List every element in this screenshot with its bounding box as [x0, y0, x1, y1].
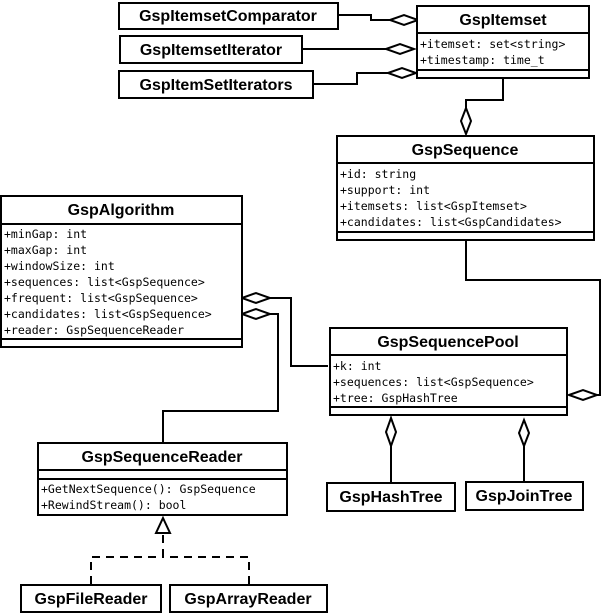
attribute: +candidates: list<GspSequence>	[4, 307, 212, 321]
edge-pool-algorithm	[270, 297, 328, 367]
aggregation-diamond-jointree	[517, 417, 531, 449]
edge-itemset-sequence	[465, 78, 504, 108]
class-name: GspArrayReader	[184, 591, 311, 608]
class-name: GspItemsetIterator	[140, 42, 282, 59]
attribute: +frequent: list<GspSequence>	[4, 291, 198, 305]
class-gspsequencepool[interactable]: GspSequencePool +k: int +sequences: list…	[329, 327, 568, 416]
class-name: GspJoinTree	[476, 488, 573, 505]
realization-triangle	[154, 515, 172, 534]
attribute: +timestamp: time_t	[420, 53, 545, 67]
attribute: +tree: GspHashTree	[333, 391, 458, 405]
attribute: +itemset: set<string>	[420, 37, 565, 51]
attribute: +sequences: list<GspSequence>	[4, 275, 205, 289]
attribute: +minGap: int	[4, 227, 87, 241]
class-name: GspAlgorithm	[68, 202, 175, 219]
connectors	[90, 13, 601, 584]
class-gspjointree[interactable]: GspJoinTree	[465, 481, 584, 511]
attribute: +k: int	[333, 359, 381, 373]
class-name: GspItemSetIterators	[140, 77, 293, 94]
attribute: +itemsets: list<GspItemset>	[340, 199, 527, 213]
attribute: +sequences: list<GspSequence>	[333, 375, 534, 389]
class-name: GspHashTree	[339, 489, 442, 506]
class-name: GspSequenceReader	[82, 449, 243, 466]
class-name: GspItemsetComparator	[139, 8, 317, 25]
aggregation-diamond-iterator	[383, 42, 417, 56]
class-name: GspSequencePool	[377, 334, 518, 351]
attribute: +windowSize: int	[4, 259, 115, 273]
class-name: GspFileReader	[35, 591, 148, 608]
class-gspfilereader[interactable]: GspFileReader	[20, 584, 162, 613]
class-gspalgorithm[interactable]: GspAlgorithm +minGap: int +maxGap: int +…	[0, 195, 243, 348]
aggregation-diamond-comparator	[387, 13, 421, 27]
class-name: GspSequence	[412, 142, 519, 159]
edge-arrayreader-reader	[163, 556, 250, 584]
class-gsparrayreader[interactable]: GspArrayReader	[169, 584, 328, 613]
class-gspsequence[interactable]: GspSequence +id: string +support: int +i…	[336, 135, 595, 241]
aggregation-diamond-pool	[566, 388, 600, 402]
aggregation-diamond-sequence	[459, 105, 473, 137]
aggregation-diamond-iterators	[385, 66, 419, 80]
method: +RewindStream(): bool	[41, 498, 186, 512]
class-gspitemsetiterator[interactable]: GspItemsetIterator	[119, 35, 303, 64]
attribute: +maxGap: int	[4, 243, 87, 257]
class-gspitemsetcomparator[interactable]: GspItemsetComparator	[118, 2, 339, 30]
class-gspitemsetiterators[interactable]: GspItemSetIterators	[118, 70, 314, 99]
class-gspsequencereader[interactable]: GspSequenceReader +GetNextSequence(): Gs…	[37, 442, 288, 516]
edge-iterators-itemset	[313, 72, 388, 85]
edge-reader-algorithm	[162, 313, 279, 443]
edge-filereader-reader	[90, 556, 163, 584]
method: +GetNextSequence(): GspSequence	[41, 482, 256, 496]
edge-comparator-itemset	[338, 14, 390, 21]
aggregation-diamond-algorithm-upper	[239, 291, 273, 305]
aggregation-diamond-hashtree	[384, 415, 398, 449]
attribute: +id: string	[340, 167, 416, 181]
class-gspitemset[interactable]: GspItemset +itemset: set<string> +timest…	[416, 5, 590, 79]
aggregation-diamond-algorithm-lower	[239, 307, 273, 321]
class-name: GspItemset	[459, 12, 547, 29]
class-gsphashtree[interactable]: GspHashTree	[326, 482, 456, 512]
attribute: +candidates: list<GspCandidates>	[340, 215, 562, 229]
attribute: +support: int	[340, 183, 430, 197]
attribute: +reader: GspSequenceReader	[4, 323, 184, 337]
